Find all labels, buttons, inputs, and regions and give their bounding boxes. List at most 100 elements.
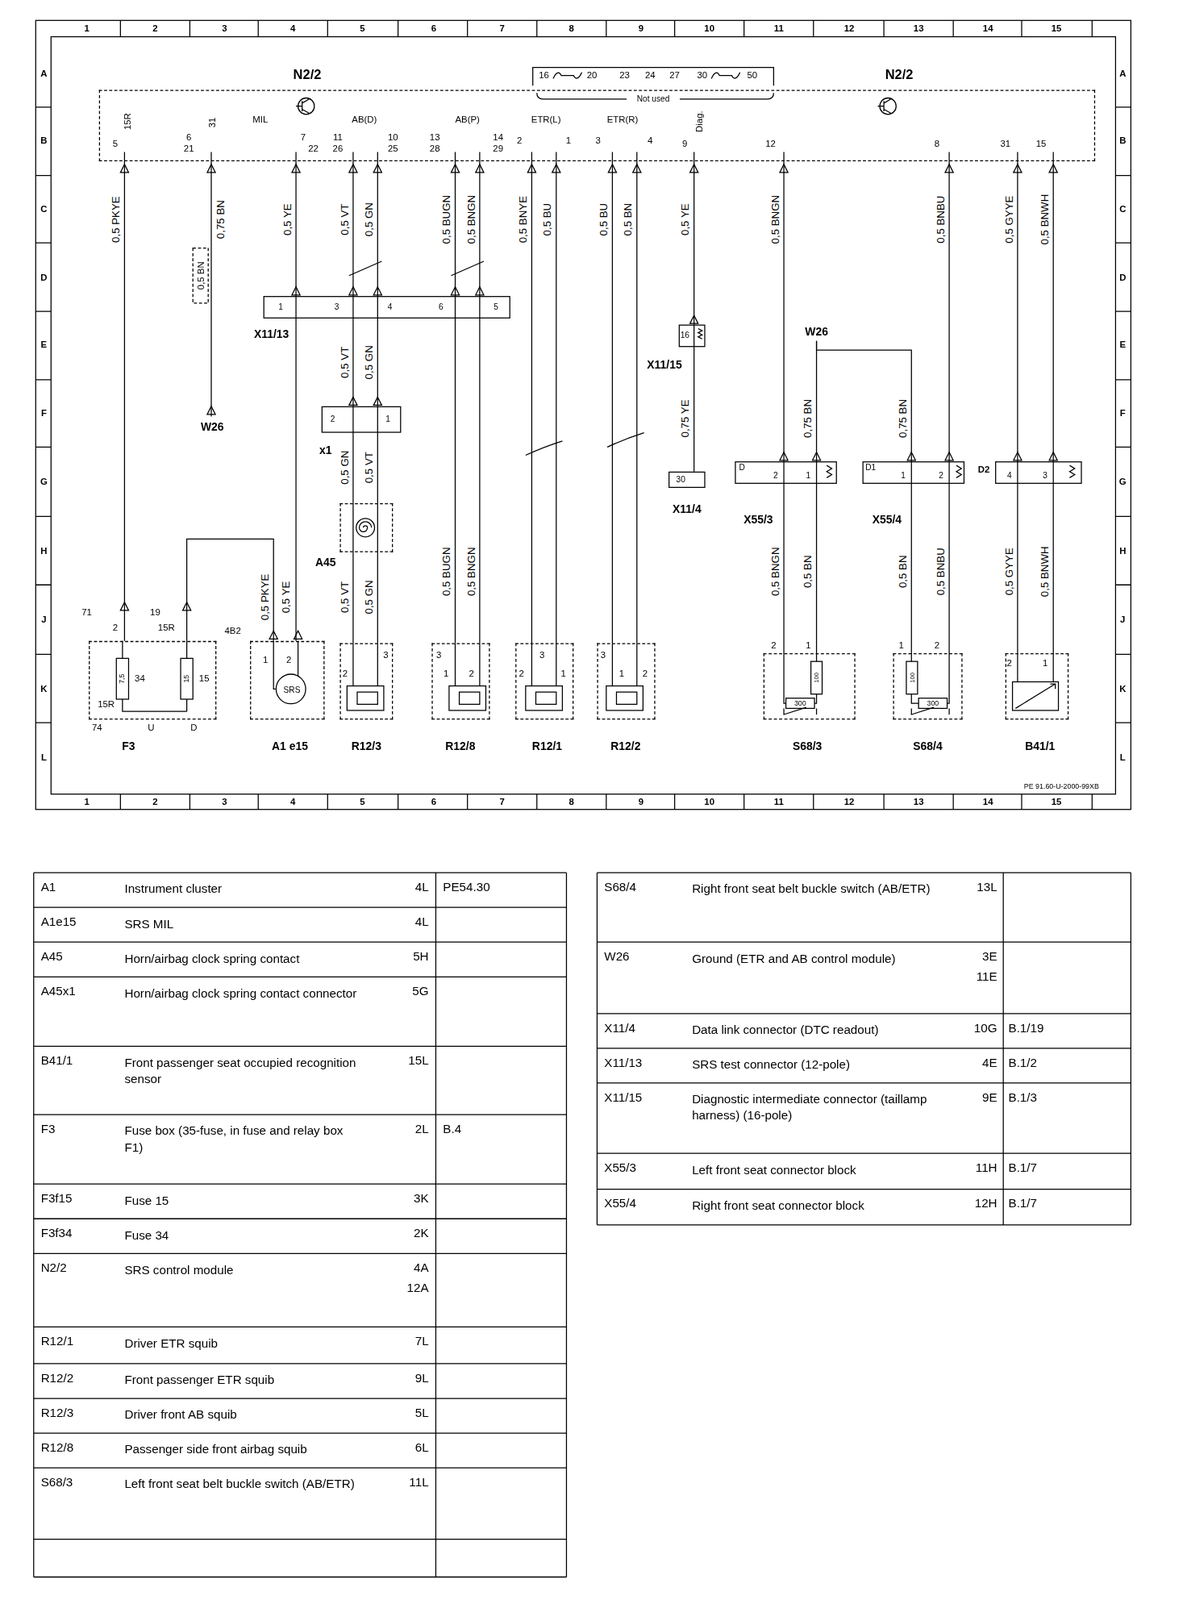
pin-label: 13 <box>429 132 441 143</box>
component-label: R12/8 <box>445 739 475 753</box>
grid-reference: F <box>41 408 47 419</box>
wire <box>210 161 212 417</box>
grid-reference: 2 <box>152 23 158 34</box>
wire-label: 0,75 YE <box>678 398 692 439</box>
wire <box>783 483 784 654</box>
wire-label: 0,5 GN <box>362 578 375 616</box>
grid-reference: 4 <box>290 796 296 808</box>
pin-label: 4B2 <box>224 625 241 637</box>
wire-label: 0,5 GYYE <box>1002 194 1015 245</box>
table-grid <box>596 872 1131 1225</box>
switch-symbol <box>911 653 950 715</box>
table-cell: X11/13 <box>603 1056 642 1071</box>
pin-label: 4 <box>1007 470 1013 481</box>
component-label: N2/2 <box>293 67 322 84</box>
wire-label: 0,5 BU <box>541 202 554 238</box>
wire-label: 0,5 PKYE <box>258 572 271 621</box>
table-cell: Instrument cluster <box>124 880 364 897</box>
grid-reference: 4 <box>290 23 296 34</box>
table-cell: F3 <box>41 1122 56 1137</box>
wire <box>1053 483 1054 654</box>
pin-label: 2 <box>642 668 648 679</box>
pin-label: 2 <box>938 470 944 481</box>
table-cell: Right front seat connector block <box>691 1197 932 1214</box>
component-label: X11/13 <box>254 327 289 341</box>
pin-label: D <box>190 722 197 734</box>
grid-reference: 11 <box>774 23 784 34</box>
pin-label: 7,5 <box>118 674 127 684</box>
wire-label: 0,5 BN <box>621 202 634 238</box>
fuse-symbol <box>180 658 193 700</box>
component-label: Not used <box>637 94 671 105</box>
pin-label: 10 <box>387 132 399 143</box>
pin-bracket <box>533 67 775 87</box>
grid-reference: D <box>40 272 47 284</box>
grid-reference: 5 <box>359 796 365 808</box>
component-label: F3 <box>121 739 135 753</box>
pin-label: D <box>739 462 746 473</box>
pin-triangle <box>120 164 1058 640</box>
connector-block: X11/13 <box>263 295 511 319</box>
table-cell: B41/1 <box>41 1053 74 1068</box>
resistor-symbol <box>918 698 947 709</box>
pin-label: 3 <box>539 649 545 661</box>
wire <box>377 318 379 407</box>
pin-label: 8 <box>934 138 940 150</box>
wire <box>612 161 613 643</box>
table-cell: X55/3 <box>603 1161 637 1175</box>
table-cell: X11/15 <box>603 1091 642 1105</box>
table-cell: 4L <box>415 915 429 929</box>
table-cell: 6L <box>415 1441 429 1455</box>
table-cell: Driver ETR squib <box>124 1335 364 1352</box>
table-cell: B.1/7 <box>1008 1197 1038 1212</box>
wire <box>478 318 480 643</box>
pin-label: 15R <box>158 622 175 634</box>
wire-label: 0,5 BNBU <box>933 546 946 597</box>
wire-label: 0,5 YE <box>280 202 293 237</box>
wire-label: 0,75 BN <box>801 398 814 440</box>
pin-label: 21 <box>183 143 195 155</box>
table-cell: Horn/airbag clock spring contact <box>124 949 364 967</box>
squib-wiring <box>353 642 638 686</box>
resistor-symbol <box>811 661 823 695</box>
component-label: N2/2 <box>885 67 914 84</box>
grid-reference: G <box>40 476 48 488</box>
grid-reference: 6 <box>431 796 437 808</box>
grid-reference: H <box>40 545 47 557</box>
wire <box>636 161 638 643</box>
wire-label: 0,5 BNGN <box>768 194 781 246</box>
pin-label: U <box>147 722 155 734</box>
squib-symbol <box>606 686 644 711</box>
table-cell: A1 <box>41 880 57 895</box>
pin-label: 2 <box>112 622 118 634</box>
wire-label: 0,75 BN <box>214 199 227 241</box>
grid-reference: E <box>1119 339 1126 350</box>
wire <box>911 483 913 654</box>
spring-contact <box>698 329 1075 479</box>
component-label: X55/4 <box>872 512 902 526</box>
pin-label: 30 <box>676 474 686 485</box>
pin-label: 3 <box>436 649 442 661</box>
table-cell: 2L <box>415 1122 429 1137</box>
grid-reference: 3 <box>221 23 227 34</box>
grid-reference: 10 <box>703 796 715 808</box>
table-cell: 9E <box>982 1091 998 1105</box>
wire-label: 0,5 BN <box>895 553 908 589</box>
pin-label: 1 <box>619 668 625 679</box>
component-label: 50 <box>746 70 758 81</box>
grid-reference: J <box>41 614 46 625</box>
wire-label: 0,5 BNGN <box>768 545 781 597</box>
pin-label: 19 <box>149 607 161 618</box>
wire <box>555 161 557 643</box>
grid-reference: H <box>1119 545 1126 557</box>
pin-label: 3 <box>383 649 388 661</box>
table-cell: 10G <box>974 1021 998 1036</box>
table-cell: B.1/7 <box>1008 1161 1038 1175</box>
wire <box>948 161 950 462</box>
table-cell: R12/2 <box>41 1371 75 1386</box>
table-cell: 11L <box>408 1475 429 1490</box>
table-cell: 5H <box>412 949 429 964</box>
wire <box>124 161 125 642</box>
pin-label: 16 <box>680 331 690 342</box>
